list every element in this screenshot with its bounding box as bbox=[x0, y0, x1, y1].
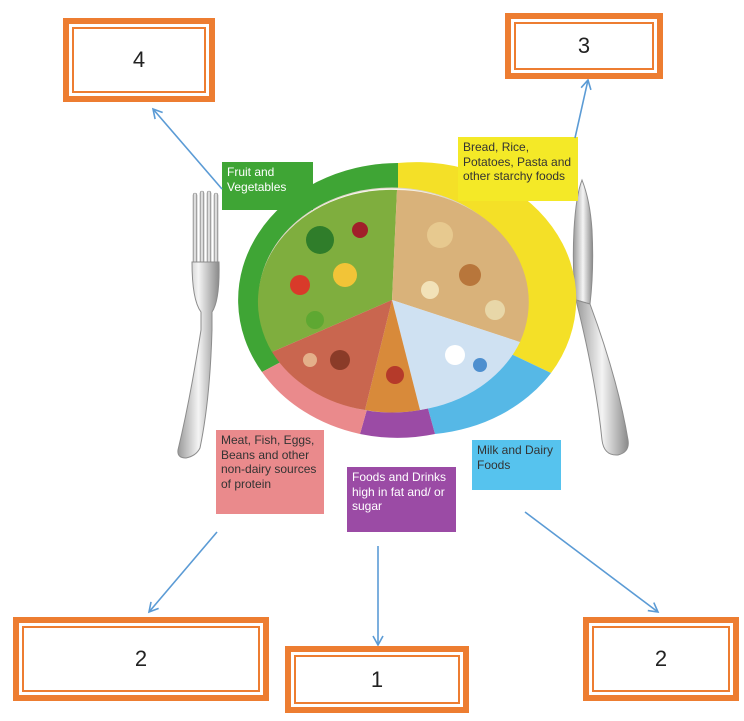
answer-box-fruit-veg: 4 bbox=[63, 18, 215, 102]
food-segments bbox=[257, 189, 529, 413]
answer-box-starchy: 3 bbox=[505, 13, 663, 79]
arrow-to-box-meat-protein bbox=[147, 531, 218, 614]
arrow-to-box-starchy bbox=[574, 78, 592, 139]
arrow-to-box-milk-dairy bbox=[524, 511, 660, 613]
answer-box-milk-dairy: 2 bbox=[583, 617, 739, 701]
label-fruit-veg: Fruit and Vegetables bbox=[222, 162, 313, 210]
label-fat-sugar: Foods and Drinks high in fat and/ or sug… bbox=[347, 467, 456, 532]
fork-icon bbox=[177, 190, 220, 459]
label-starchy: Bread, Rice, Potatoes, Pasta and other s… bbox=[458, 137, 578, 201]
answer-box-meat-protein: 2 bbox=[13, 617, 269, 701]
food-fat-sugar bbox=[365, 300, 420, 413]
arrow-to-box-fruit-veg bbox=[151, 107, 223, 190]
label-meat-protein: Meat, Fish, Eggs, Beans and other non-da… bbox=[216, 430, 324, 514]
knife-icon bbox=[572, 178, 629, 456]
answer-box-fat-sugar: 1 bbox=[285, 646, 469, 713]
label-milk-dairy: Milk and Dairy Foods bbox=[472, 440, 561, 490]
